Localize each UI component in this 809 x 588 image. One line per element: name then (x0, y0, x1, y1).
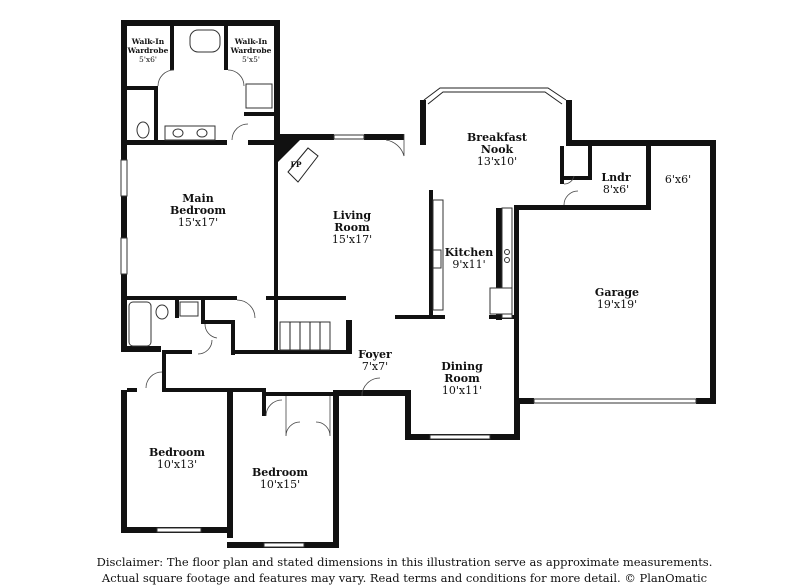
laundry-name: Lndr (601, 171, 630, 184)
bedroom-1-label: Bedroom 10'x13' (149, 446, 205, 471)
disclaimer-line-1: Disclaimer: The floor plan and stated di… (96, 555, 713, 569)
foyer-label: Foyer 7'x7' (358, 348, 392, 373)
kitchen-size: 9'x11' (452, 258, 485, 271)
bedroom-1-size: 10'x13' (157, 458, 197, 471)
windows (120, 134, 697, 548)
bedroom-2-name: Bedroom (252, 466, 308, 479)
walk-in-wardrobe-2-size: 5'x5' (242, 55, 260, 64)
walk-in-wardrobe-2-name2: Wardrobe (230, 46, 272, 55)
disclaimer-line-2: Actual square footage and features may v… (101, 571, 708, 585)
exterior-walls (121, 20, 716, 548)
fireplace-label: FP (291, 160, 302, 169)
doors (145, 69, 579, 437)
bay-window (423, 87, 567, 105)
living-room-name2: Room (334, 221, 370, 234)
kitchen-label: Kitchen 9'x11' (445, 246, 494, 271)
disclaimer: Disclaimer: The floor plan and stated di… (0, 554, 809, 586)
breakfast-nook-label: Breakfast Nook 13'x10' (467, 131, 528, 168)
garage-name: Garage (595, 286, 639, 299)
storage-size: 6'x6' (665, 173, 691, 186)
dining-room-label: Dining Room 10'x11' (441, 360, 483, 397)
laundry-size: 8'x6' (603, 183, 629, 196)
main-bedroom-name: Main (182, 192, 213, 205)
breakfast-nook-size: 13'x10' (477, 155, 517, 168)
dining-room-name2: Room (444, 372, 480, 385)
main-bedroom-label: Main Bedroom 15'x17' (170, 192, 226, 229)
living-room-size: 15'x17' (332, 233, 372, 246)
breakfast-nook-name: Breakfast (467, 131, 528, 144)
dining-room-size: 10'x11' (442, 384, 482, 397)
garage-label: Garage 19'x19' (595, 286, 639, 311)
walk-in-wardrobe-1-label: Walk-In Wardrobe 5'x6' (127, 37, 169, 64)
living-room-label: Living Room 15'x17' (332, 209, 372, 246)
walk-in-wardrobe-2-name: Walk-In (234, 37, 268, 46)
walk-in-wardrobe-1-name2: Wardrobe (127, 46, 169, 55)
breakfast-nook-name2: Nook (481, 143, 514, 156)
kitchen-name: Kitchen (445, 246, 494, 259)
fixtures (128, 29, 513, 351)
bedroom-1-name: Bedroom (149, 446, 205, 459)
fireplace-hearth (287, 147, 319, 183)
garage-size: 19'x19' (597, 298, 637, 311)
walk-in-wardrobe-1-name: Walk-In (131, 37, 165, 46)
walk-in-wardrobe-2-label: Walk-In Wardrobe 5'x5' (230, 37, 272, 64)
dining-room-name: Dining (441, 360, 483, 373)
fireplace-block (278, 140, 300, 162)
laundry-label: Lndr 8'x6' (601, 171, 630, 196)
living-room-name: Living (333, 209, 371, 222)
main-bedroom-size: 15'x17' (178, 216, 218, 229)
bedroom-2-label: Bedroom 10'x15' (252, 466, 308, 491)
foyer-name: Foyer (358, 348, 392, 361)
walk-in-wardrobe-1-size: 5'x6' (139, 55, 157, 64)
main-bedroom-name2: Bedroom (170, 204, 226, 217)
bedroom-2-size: 10'x15' (260, 478, 300, 491)
foyer-size: 7'x7' (362, 360, 388, 373)
